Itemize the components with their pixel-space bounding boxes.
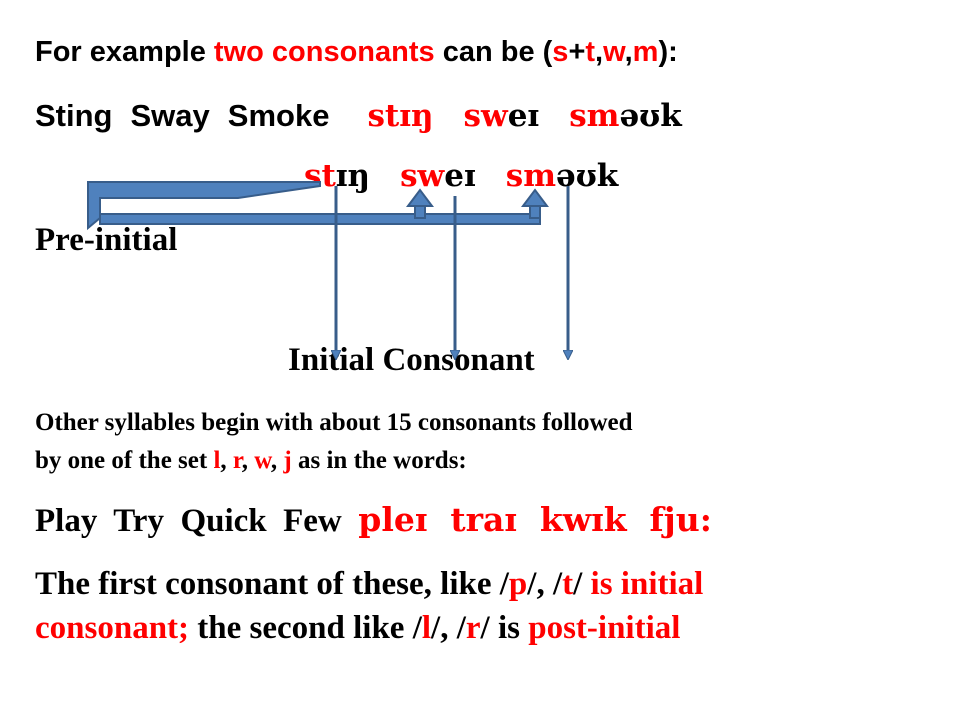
ipa-smoke-coda: k bbox=[660, 98, 682, 134]
initial-consonant-label: Initial Consonant bbox=[288, 342, 535, 378]
heading-letter: w bbox=[603, 36, 625, 68]
conclusion-text: / is bbox=[480, 610, 529, 646]
consonant-l: l bbox=[421, 610, 432, 646]
smoke-up-shaft bbox=[529, 203, 541, 219]
paragraph-text: , bbox=[220, 447, 233, 474]
set-letter-w: w bbox=[254, 447, 271, 474]
paragraph-text: , bbox=[241, 447, 255, 474]
heading-highlight: two consonants bbox=[213, 36, 435, 68]
term-initial: is initial bbox=[590, 566, 704, 602]
consonant-r: r bbox=[465, 610, 481, 646]
example-words-line-2: Play Try Quick Few pleɪ traɪ kwɪk fju: bbox=[35, 500, 712, 540]
ipa-smoke-onset: sm bbox=[569, 98, 620, 134]
term-consonant: consonant; bbox=[35, 610, 190, 646]
ipa-sway-onset: sw bbox=[463, 98, 508, 134]
heading-text: ): bbox=[658, 36, 678, 68]
ipa-sway-vowel: eɪ bbox=[507, 98, 540, 134]
paragraph-line: by one of the set l, r, w, j as in the w… bbox=[35, 442, 935, 480]
heading-text: , bbox=[624, 36, 633, 68]
set-letter-j: j bbox=[283, 447, 292, 474]
ipa-smoke-vowel: əʊ bbox=[619, 98, 661, 134]
word-sway: Sway bbox=[130, 98, 210, 133]
ipa-smoke-coda: k bbox=[596, 158, 619, 194]
paragraph-line: Other syllables begin with about 15 cons… bbox=[35, 409, 633, 436]
word-smoke: Smoke bbox=[227, 98, 330, 133]
heading-letter: t bbox=[585, 36, 596, 68]
ipa-smoke-vowel: əʊ bbox=[556, 158, 597, 194]
heading-text: can be ( bbox=[434, 36, 553, 68]
heading-letter: m bbox=[632, 36, 659, 68]
heading-text: , bbox=[595, 36, 604, 68]
heading-text: For example bbox=[35, 36, 214, 68]
term-post-initial: post-initial bbox=[528, 610, 681, 646]
other-syllables-paragraph: Other syllables begin with about 15 cons… bbox=[35, 404, 935, 480]
word-sting: Sting bbox=[35, 98, 113, 133]
paragraph-text: , bbox=[270, 447, 284, 474]
paragraph-text: as in the words: bbox=[291, 447, 467, 474]
conclusion-text: The first consonant of these, like / bbox=[35, 566, 509, 602]
ipa-sting-rest: ɪŋ bbox=[335, 158, 371, 194]
ipa-words: pleɪ traɪ kwɪk fju: bbox=[358, 500, 712, 539]
conclusion-text: the second like / bbox=[189, 610, 422, 646]
example-heading: For example two consonants can be (s+t,w… bbox=[35, 36, 678, 69]
conclusion-text: / bbox=[573, 566, 591, 602]
words-play-try-quick-few: Play Try Quick Few bbox=[35, 503, 359, 539]
conclusion-paragraph: The first consonant of these, like /p/, … bbox=[35, 562, 935, 650]
consonant-p: p bbox=[508, 566, 528, 602]
ipa-sting: stɪŋ bbox=[367, 98, 434, 134]
conclusion-text: /, / bbox=[527, 566, 563, 602]
ipa-smoke-onset: sm bbox=[505, 158, 557, 194]
set-letter-l: l bbox=[213, 447, 221, 474]
ipa-sting-onset: st bbox=[304, 158, 336, 194]
sway-up-shaft bbox=[414, 203, 426, 219]
heading-text: + bbox=[568, 36, 586, 68]
ipa-sway-onset: sw bbox=[400, 158, 445, 194]
paragraph-text: by one of the set bbox=[35, 447, 214, 474]
conclusion-text: /, / bbox=[431, 610, 466, 646]
pre-initial-label: Pre-initial bbox=[35, 222, 178, 258]
set-letter-r: r bbox=[232, 447, 242, 474]
ipa-sway-vowel: eɪ bbox=[444, 158, 476, 194]
heading-letter: s bbox=[552, 36, 569, 68]
consonant-t: t bbox=[562, 566, 574, 602]
